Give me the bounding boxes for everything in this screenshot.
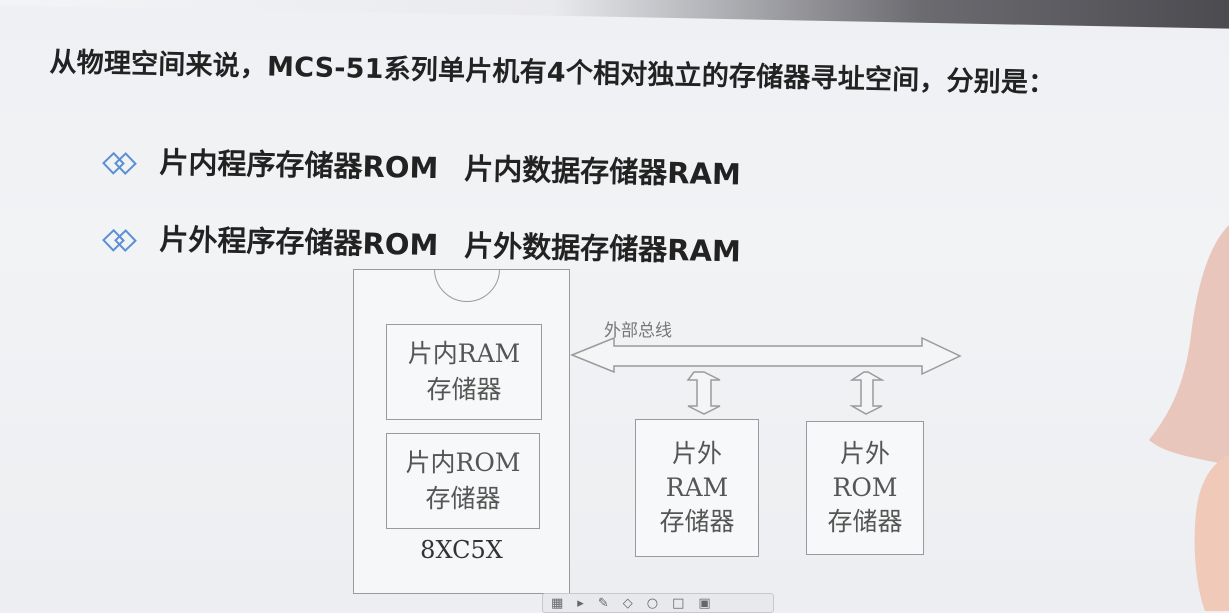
pen-icon[interactable]: ✎ [597,595,609,611]
circle-icon[interactable]: ○ [646,595,659,611]
external-rom-line1: 片外 [839,439,890,468]
pointer-icon[interactable]: ▸ [577,595,584,611]
diamond-bullet-icon [102,228,137,252]
external-bus-label: 外部总线 [604,321,672,341]
external-rom-line2: ROM [832,473,898,502]
chip-label: 8XC5X [420,536,503,564]
screen-icon[interactable]: ▣ [698,595,711,611]
external-ram-line3: 存储器 [659,507,735,536]
internal-rom-box: 片内ROM 存储器 [386,433,540,529]
external-bus-arrow [570,336,962,376]
double-arrow-icon [686,371,721,415]
internal-ram-line1: 片内RAM [407,339,521,368]
internal-rom-line2: 存储器 [425,484,501,513]
diamond-bullet-icon [102,151,137,175]
external-ram-line2: RAM [665,473,729,502]
eraser-icon[interactable]: ◇ [622,595,633,611]
external-rom-box: 片外 ROM 存储器 [806,421,924,555]
presenter-silhouette [1149,225,1229,611]
chip-8xc5x: 片内RAM 存储器 片内ROM 存储器 8XC5X [353,269,570,594]
external-rom-line3: 存储器 [827,507,903,536]
external-ram-box: 片外 RAM 存储器 [635,419,759,557]
internal-rom-line1: 片内ROM [405,448,521,477]
double-arrow-icon [849,371,885,415]
square-icon[interactable]: □ [672,595,685,611]
internal-ram-box: 片内RAM 存储器 [386,324,542,420]
grid-icon[interactable]: ▦ [551,595,564,611]
presentation-toolbar[interactable]: ▦ ▸ ✎ ◇ ○ □ ▣ [542,593,774,613]
external-ram-line1: 片外 [671,439,722,468]
internal-ram-line2: 存储器 [426,375,502,404]
